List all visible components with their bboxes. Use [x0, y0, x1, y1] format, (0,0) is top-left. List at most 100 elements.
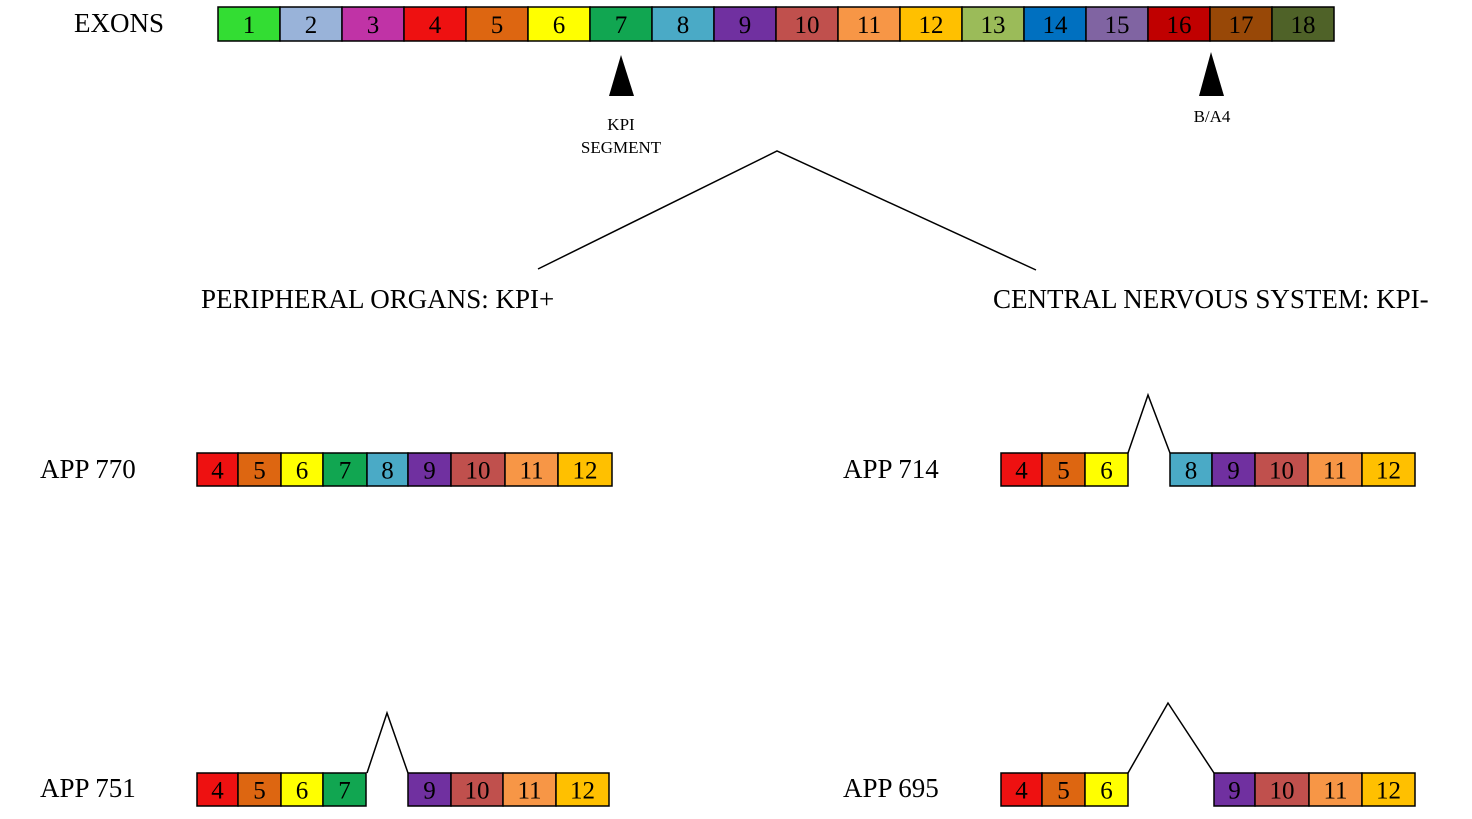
- app714-exon-number-6: 6: [1100, 458, 1113, 485]
- app770-exon-box-10: [450, 452, 506, 487]
- ba4-marker-label: B/A4: [1194, 107, 1231, 126]
- branch-lines: [537, 150, 1037, 271]
- isoform-label-app751: APP 751: [40, 773, 136, 803]
- kpi-marker-line-2: SEGMENT: [581, 138, 662, 157]
- isoform-label-app695: APP 695: [843, 773, 939, 803]
- app770-exon-number-10: 10: [466, 458, 491, 485]
- gene-exon-number-1: 1: [243, 12, 256, 39]
- gene-exon-number-18: 18: [1291, 12, 1316, 39]
- gene-exon-number-17: 17: [1229, 12, 1254, 39]
- gene-exon-box-13: [961, 6, 1025, 42]
- app751-exon-box-12: [555, 772, 610, 807]
- app695-exon-box-10: [1254, 772, 1310, 807]
- gene-exon-box-3: [341, 6, 405, 42]
- app751-exon-number-5: 5: [253, 778, 266, 805]
- gene-exon-box-9: [713, 6, 777, 42]
- splice-caret-app695: [1127, 701, 1215, 774]
- app770-exon-number-12: 12: [573, 458, 598, 485]
- app770-exon-box-4: [196, 452, 239, 487]
- gene-exon-box-18: [1271, 6, 1335, 42]
- app695-exon-number-9: 9: [1228, 778, 1241, 805]
- app770-exon-number-5: 5: [253, 458, 266, 485]
- isoform-label-app714: APP 714: [843, 454, 939, 484]
- gene-exon-number-3: 3: [367, 12, 380, 39]
- app770-exon-box-12: [557, 452, 613, 487]
- splice-caret-app751: [366, 710, 409, 774]
- app695-exon-box-12: [1361, 772, 1416, 807]
- app714-exon-number-9: 9: [1227, 458, 1240, 485]
- gene-exon-box-16: [1147, 6, 1211, 42]
- app751-exon-box-11: [502, 772, 557, 807]
- gene-exon-box-2: [279, 6, 343, 42]
- exons-label: EXONS: [74, 8, 164, 38]
- gene-exon-number-11: 11: [857, 12, 881, 39]
- app751-exon-box-5: [237, 772, 282, 807]
- app714-exon-box-12: [1361, 452, 1416, 487]
- gene-exon-number-9: 9: [739, 12, 752, 39]
- app714-exon-number-5: 5: [1057, 458, 1070, 485]
- gene-exon-box-14: [1023, 6, 1087, 42]
- gene-exon-number-16: 16: [1167, 12, 1192, 39]
- app695-exon-box-11: [1308, 772, 1363, 807]
- app770-exon-number-9: 9: [423, 458, 436, 485]
- gene-exon-number-8: 8: [677, 12, 690, 39]
- app695-exon-number-6: 6: [1100, 778, 1113, 805]
- gene-exon-box-10: [775, 6, 839, 42]
- gene-exon-number-2: 2: [305, 12, 318, 39]
- branch-right-label: CENTRAL NERVOUS SYSTEM: KPI-: [993, 284, 1429, 314]
- app751-exon-number-6: 6: [296, 778, 309, 805]
- app695-exon-number-11: 11: [1323, 778, 1347, 805]
- gene-exon-number-14: 14: [1043, 12, 1069, 39]
- gene-exon-number-10: 10: [795, 12, 820, 39]
- app770-exon-number-7: 7: [339, 458, 352, 485]
- gene-exon-box-12: [899, 6, 963, 42]
- gene-exon-number-7: 7: [615, 12, 628, 39]
- app770-exon-number-4: 4: [211, 458, 224, 485]
- gene-exon-number-5: 5: [491, 12, 504, 39]
- gene-exon-number-6: 6: [553, 12, 566, 39]
- gene-exon-box-7: [589, 6, 653, 42]
- app770-exon-number-8: 8: [381, 458, 394, 485]
- app695-exon-number-10: 10: [1270, 778, 1295, 805]
- app751-exon-box-4: [196, 772, 239, 807]
- gene-exon-number-12: 12: [919, 12, 944, 39]
- gene-exon-box-17: [1209, 6, 1273, 42]
- kpi-marker-line-1: KPI: [607, 115, 635, 134]
- kpi-arrowhead: [609, 55, 634, 96]
- app770-exon-box-5: [237, 452, 282, 487]
- app770-exon-box-7: [322, 452, 368, 487]
- gene-exon-box-5: [465, 6, 529, 42]
- app714-exon-box-9: [1211, 452, 1256, 487]
- app714-exon-box-4: [1000, 452, 1043, 487]
- gene-exon-box-1: [217, 6, 281, 42]
- app751-exon-number-7: 7: [338, 778, 351, 805]
- app751-exon-number-4: 4: [211, 778, 224, 805]
- app751-exon-box-7: [322, 772, 367, 807]
- app695-exon-number-5: 5: [1057, 778, 1070, 805]
- branch-left-label: PERIPHERAL ORGANS: KPI+: [201, 284, 554, 314]
- app751-exon-number-12: 12: [570, 778, 595, 805]
- splice-caret-app714: [1127, 392, 1171, 454]
- gene-exon-box-8: [651, 6, 715, 42]
- app695-exon-box-5: [1041, 772, 1086, 807]
- gene-exon-number-4: 4: [429, 12, 442, 39]
- kpi-segment-marker: KPI SEGMENT: [581, 55, 662, 157]
- gene-exon-box-6: [527, 6, 591, 42]
- app770-exon-box-8: [366, 452, 409, 487]
- app714-exon-number-4: 4: [1015, 458, 1028, 485]
- app714-exon-number-11: 11: [1323, 458, 1347, 485]
- app714-exon-number-10: 10: [1269, 458, 1294, 485]
- gene-exon-number-15: 15: [1105, 12, 1130, 39]
- app695-exon-number-4: 4: [1015, 778, 1028, 805]
- app751-exon-number-10: 10: [465, 778, 490, 805]
- app714-exon-box-6: [1084, 452, 1129, 487]
- app770-exon-box-6: [280, 452, 324, 487]
- app714-exon-number-8: 8: [1185, 458, 1198, 485]
- app714-exon-box-11: [1307, 452, 1363, 487]
- app714-exon-box-10: [1254, 452, 1309, 487]
